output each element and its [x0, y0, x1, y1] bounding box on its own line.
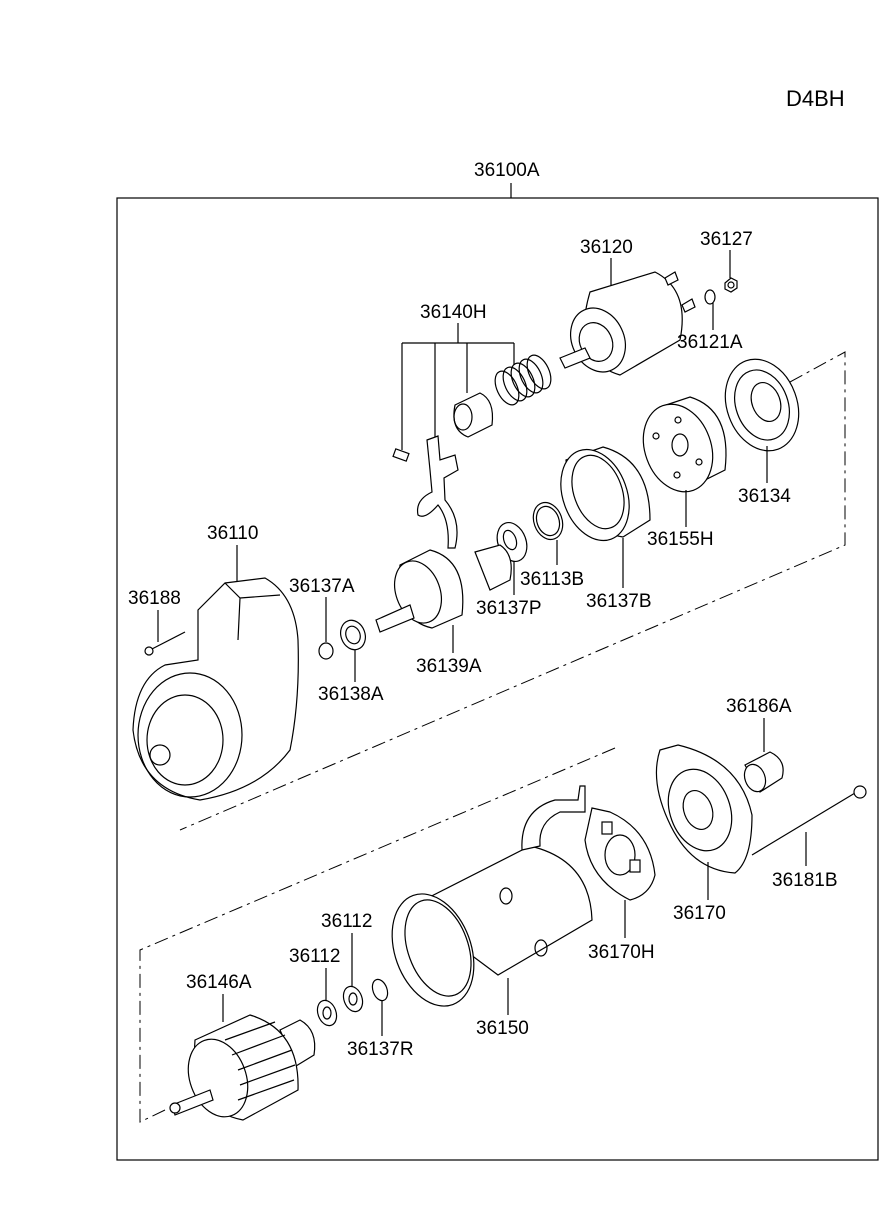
shift-lever-part[interactable]: [416, 435, 459, 549]
nut-part[interactable]: [724, 277, 738, 293]
upper-axis-guide: [179, 351, 846, 831]
label-36140H[interactable]: 36140H: [420, 302, 487, 323]
label-36127[interactable]: 36127: [700, 229, 753, 250]
label-36113B[interactable]: 36113B: [520, 569, 584, 590]
spring-part[interactable]: [490, 351, 555, 408]
label-36121A[interactable]: 36121A: [677, 332, 743, 353]
label-36170[interactable]: 36170: [673, 903, 726, 924]
front-housing-part[interactable]: [132, 577, 299, 801]
label-36137B[interactable]: 36137B: [586, 591, 652, 612]
snap-ring-36137r-part[interactable]: [370, 977, 391, 1002]
rear-cover-part[interactable]: [655, 744, 753, 874]
armature-part[interactable]: [169, 1014, 316, 1125]
lower-axis-guide: [139, 747, 616, 1123]
bushing-part[interactable]: [741, 751, 784, 795]
washer-36113b-part[interactable]: [528, 498, 567, 543]
plunger-sleeve-part[interactable]: [453, 392, 494, 438]
assembly-frame: [116, 197, 879, 1161]
snap-ring-36137a-part[interactable]: [318, 642, 334, 660]
bolt-36188-part[interactable]: [144, 631, 186, 656]
label-36137A[interactable]: 36137A: [289, 576, 355, 597]
stop-collar-part[interactable]: [337, 617, 370, 653]
bearing-cover-part[interactable]: [713, 349, 811, 461]
label-36170H[interactable]: 36170H: [588, 942, 655, 963]
brush-holder-part[interactable]: [584, 807, 656, 901]
label-36120[interactable]: 36120: [580, 237, 633, 258]
washer-36112-a-part[interactable]: [314, 998, 340, 1029]
through-bolt-part[interactable]: [751, 785, 867, 856]
label-36137R[interactable]: 36137R: [347, 1039, 414, 1060]
washer-36112-b-part[interactable]: [340, 984, 366, 1015]
label-36155H[interactable]: 36155H: [647, 529, 714, 550]
ring-gear-part[interactable]: [549, 440, 651, 550]
label-36110[interactable]: 36110: [207, 523, 258, 544]
label-36146A[interactable]: 36146A: [186, 972, 252, 993]
solenoid-part[interactable]: [559, 271, 696, 381]
label-36186A[interactable]: 36186A: [726, 696, 792, 717]
pin-part[interactable]: [392, 448, 410, 462]
label-36150[interactable]: 36150: [476, 1018, 529, 1039]
yoke-part[interactable]: [377, 785, 593, 1017]
label-36112-b[interactable]: 36112: [321, 911, 372, 932]
assembly-part-number[interactable]: 36100A: [474, 160, 540, 181]
gear-housing-part[interactable]: [632, 394, 727, 501]
label-36139A[interactable]: 36139A: [416, 656, 482, 677]
engine-code: D4BH: [786, 86, 845, 111]
label-36138A[interactable]: 36138A: [318, 684, 384, 705]
label-36112-a[interactable]: 36112: [289, 946, 340, 967]
label-36181B[interactable]: 36181B: [772, 870, 838, 891]
washer-36121a-part[interactable]: [704, 289, 716, 305]
label-36188[interactable]: 36188: [128, 588, 181, 609]
label-36137P[interactable]: 36137P: [476, 598, 542, 619]
overrunning-clutch-part[interactable]: [375, 544, 512, 633]
label-36134[interactable]: 36134: [738, 486, 791, 507]
